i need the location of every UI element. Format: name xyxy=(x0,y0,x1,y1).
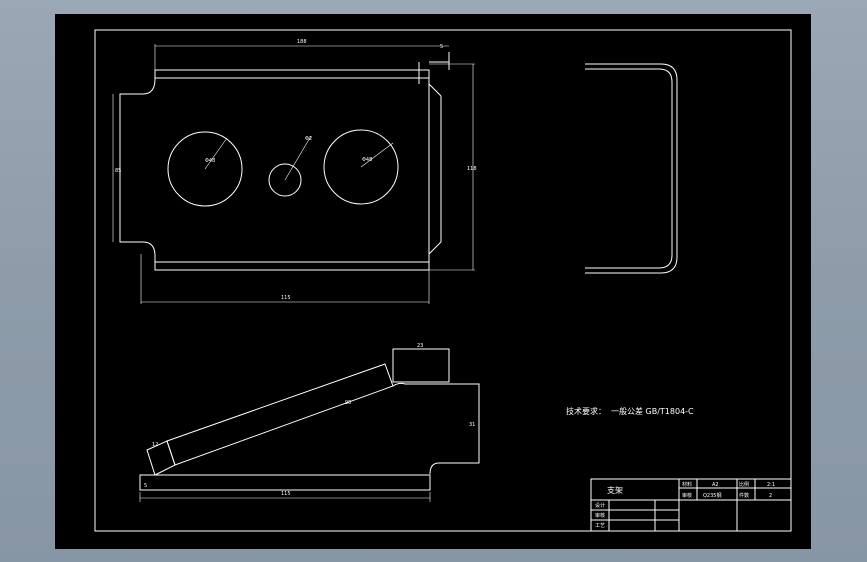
side-view-outer xyxy=(585,63,678,274)
tb-cell: 比例 xyxy=(739,481,749,488)
tb-cell: 审核 xyxy=(682,492,692,499)
dim-incline-length: 98 xyxy=(345,400,351,406)
dim-base-height: 5 xyxy=(144,483,147,489)
side-view-inner xyxy=(585,68,673,269)
base-plate xyxy=(139,474,431,491)
hole-left-leader xyxy=(204,137,228,170)
tech-note-label: 技术要求： xyxy=(566,406,606,416)
front-view: 98 23 31 12 5 115 xyxy=(139,343,480,502)
dim-right-height: 118 xyxy=(467,166,477,172)
drawing-viewport[interactable]: Φ48 Φ2 Φ48 188 5 85 118 115 98 23 xyxy=(55,14,811,549)
dim-base-width: 115 xyxy=(281,491,291,497)
tb-cell: A2 xyxy=(712,482,719,488)
top-view-outline xyxy=(119,69,430,271)
dim-foot-angle: 12 xyxy=(152,442,158,448)
tb-cell: Q235钢 xyxy=(703,492,721,499)
dim-hole-right: Φ48 xyxy=(362,157,372,163)
tech-note-text: 一般公差 GB/T1804-C xyxy=(611,406,694,416)
title-block-frame xyxy=(590,478,792,532)
step-profile xyxy=(392,382,480,475)
top-view: Φ48 Φ2 Φ48 188 5 85 118 115 xyxy=(112,39,477,304)
dim-hole-left: Φ48 xyxy=(205,158,215,164)
dim-step-top: 23 xyxy=(417,343,423,349)
hole-right-leader xyxy=(360,142,394,168)
inclined-plate xyxy=(166,363,394,466)
tb-cell: 2:1 xyxy=(767,482,775,488)
dim-top-width: 188 xyxy=(297,39,307,45)
hole-center-leader xyxy=(284,135,312,181)
dim-tab-height: 5 xyxy=(440,44,443,50)
dim-step-height: 31 xyxy=(469,422,475,428)
dim-left-height: 85 xyxy=(115,168,121,174)
tb-cell: 2 xyxy=(769,493,772,499)
tb-cell: 材料 xyxy=(682,481,692,488)
tb-cell: 件数 xyxy=(739,492,749,499)
corner-line-top xyxy=(428,83,442,97)
tb-cell: 工艺 xyxy=(595,523,605,529)
corner-line-bottom xyxy=(428,241,442,255)
hole-center xyxy=(268,163,302,197)
tb-cell: 设计 xyxy=(595,502,605,509)
step-block xyxy=(392,348,450,383)
side-view xyxy=(585,63,678,274)
hole-right xyxy=(323,129,399,205)
dim-bottom-width: 115 xyxy=(281,295,291,301)
drawing-border xyxy=(94,29,792,532)
dim-hole-center: Φ2 xyxy=(305,136,312,142)
drawing-sheet: Φ48 Φ2 Φ48 188 5 85 118 115 98 23 xyxy=(94,29,792,532)
tb-cell: 审核 xyxy=(595,512,605,519)
hole-left xyxy=(167,131,243,207)
part-name: 支架 xyxy=(607,485,623,495)
title-block: 支架 材料 A2 比例 2:1 审核 Q235钢 件数 2 设计 审核 工艺 xyxy=(590,478,792,532)
